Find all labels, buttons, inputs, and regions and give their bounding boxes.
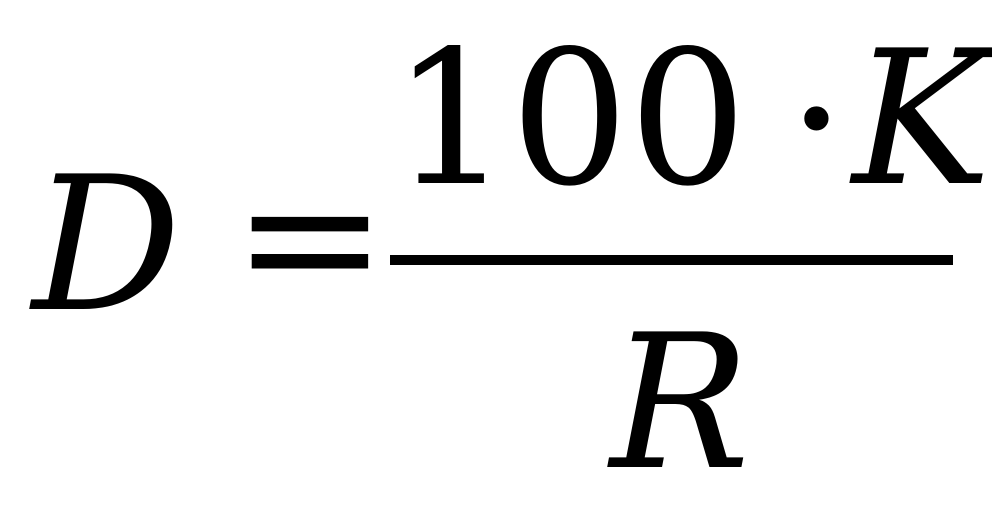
multiplication-dot: · <box>787 10 847 227</box>
numerator-variable: K <box>852 10 992 227</box>
numerator-number: 100 <box>392 10 748 227</box>
fraction-denominator: R <box>610 294 751 511</box>
equals-sign: = <box>232 128 388 345</box>
fraction-numerator: 100·K <box>392 26 991 212</box>
fraction-bar <box>390 255 953 265</box>
formula-lhs-variable: D <box>32 136 182 353</box>
